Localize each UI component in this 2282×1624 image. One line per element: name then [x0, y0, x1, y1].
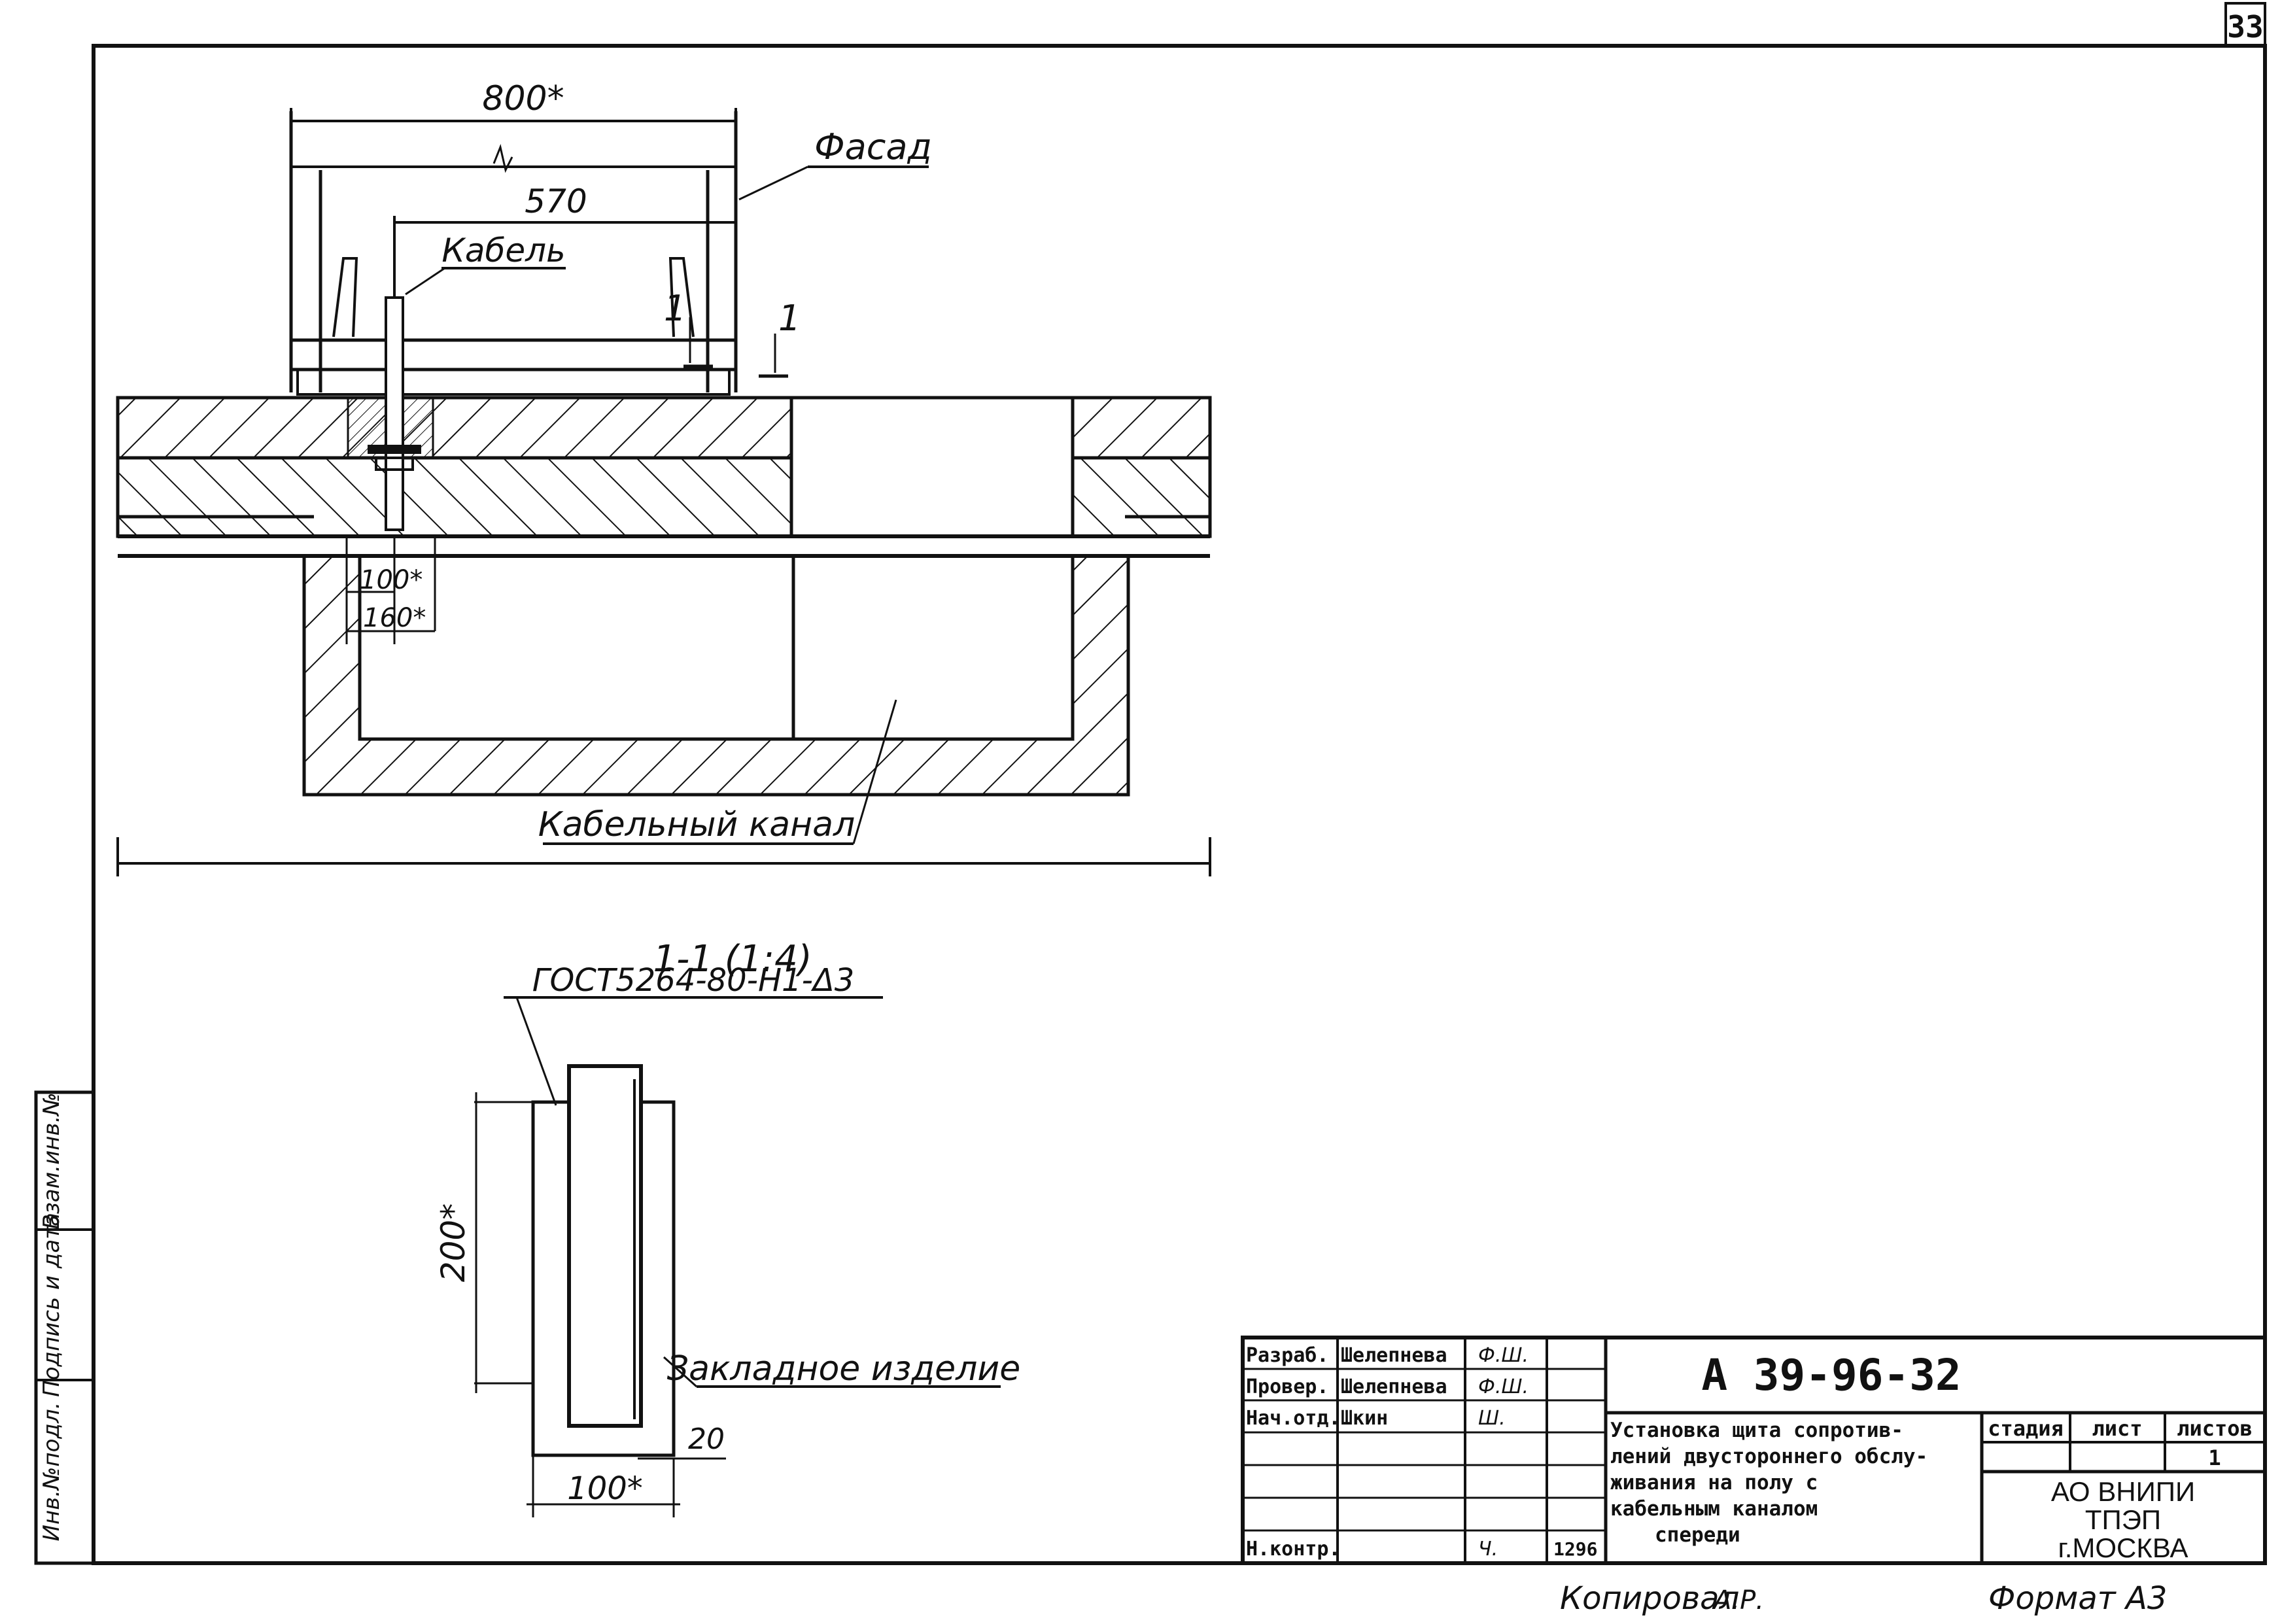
dim-200: 200* [434, 1203, 472, 1282]
sheet-number: 33 [2227, 9, 2263, 44]
footer-copied-sign: А.Р. [1712, 1585, 1764, 1615]
floor-slab-lower [116, 456, 793, 538]
cable-riser [347, 216, 434, 531]
tb-row3-name: Шкин [1341, 1407, 1388, 1430]
tb-row7-sign: Ч. [1478, 1538, 1498, 1561]
label-facade: Фасад [814, 126, 932, 167]
panel-shield [289, 111, 738, 396]
tb-row7-role: Н.контр. [1246, 1538, 1341, 1561]
tb-row2-name: Шелепнева [1341, 1375, 1447, 1398]
dim-100-plan: 100* [360, 565, 423, 595]
stage-header: стадия [1988, 1416, 2064, 1441]
tb-row2-role: Провер. [1246, 1375, 1328, 1398]
section-standard: ГОСТ5264-80-Н1-Δ3 [532, 962, 855, 999]
tb-row3-sign: Ш. [1478, 1407, 1506, 1430]
sheet-header: лист [2092, 1416, 2142, 1441]
footer-format: Формат А3 [1988, 1580, 2167, 1617]
footer-copied: Копировал [1560, 1580, 1739, 1617]
doc-code: А 39-96-32 [1701, 1350, 1961, 1400]
tb-row1-sign: Ф.Ш. [1478, 1344, 1529, 1367]
desc-line-1: Установка щита сопротив- [1610, 1419, 1903, 1442]
dim-100-section: 100* [567, 1470, 643, 1507]
label-embedded: Закладное изделие [667, 1349, 1020, 1389]
desc-line-3: живания на полу с [1610, 1471, 1818, 1494]
sheets-header: листов [2177, 1416, 2253, 1441]
section-mark-b: 1 [778, 298, 801, 339]
desc-line-5: спереди [1655, 1523, 1740, 1547]
tb-row1-name: Шелепнева [1341, 1344, 1447, 1367]
tb-date: 1296 [1553, 1538, 1597, 1560]
section-profile [567, 1064, 643, 1428]
tb-row3-role: Нач.отд. [1246, 1407, 1341, 1430]
side-stamp-cell-2: Подпись и дата [39, 1213, 65, 1397]
side-stamp-cell-1: Инв.№подл. [39, 1402, 65, 1542]
sheets-value: 1 [2208, 1445, 2221, 1470]
label-channel: Кабельный канал [538, 805, 855, 844]
tb-row1-role: Разраб. [1246, 1344, 1328, 1367]
org-line-3: г.МОСКВА [2058, 1532, 2188, 1563]
tb-row2-sign: Ф.Ш. [1478, 1375, 1529, 1398]
side-stamp: Взам.инв.№ Подпись и дата Инв.№подл. [34, 1090, 95, 1565]
cable-channel-wall [302, 554, 1130, 797]
floor-slab-upper [116, 396, 793, 460]
frame-border [92, 44, 2267, 1565]
dim-800: 800* [482, 79, 564, 118]
section-view: 1-1 (1:4) ГОСТ5264-80-Н1-Δ3 200* Закладн… [434, 938, 1020, 1517]
channel-opening [789, 396, 1075, 538]
label-cable: Кабель [441, 232, 565, 269]
dim-20: 20 [688, 1423, 725, 1456]
org-line-1: АО ВНИПИ [2051, 1476, 2195, 1507]
dim-160-plan: 160* [363, 603, 426, 633]
floor-slab-lower-right [1071, 456, 1212, 538]
floor-slab-upper-right [1071, 396, 1212, 460]
sheet-number-box [2224, 2, 2266, 47]
dim-570: 570 [525, 182, 587, 220]
side-stamp-cell-3: Взам.инв.№ [39, 1092, 65, 1229]
section-mark-a: 1 [664, 288, 686, 329]
org-line-2: ТПЭП [2085, 1504, 2161, 1535]
section-title: 1-1 (1:4) [653, 938, 812, 980]
plan-view: 800* 570 Кабель Фасад 1 1 100* 160* [116, 79, 1212, 876]
desc-line-2: лений двустороннего обслу- [1610, 1445, 1928, 1468]
desc-line-4: кабельным каналом [1610, 1497, 1818, 1521]
title-block: Разраб. Шелепнева Ф.Ш. Провер. Шелепнева… [1241, 1336, 2267, 1565]
